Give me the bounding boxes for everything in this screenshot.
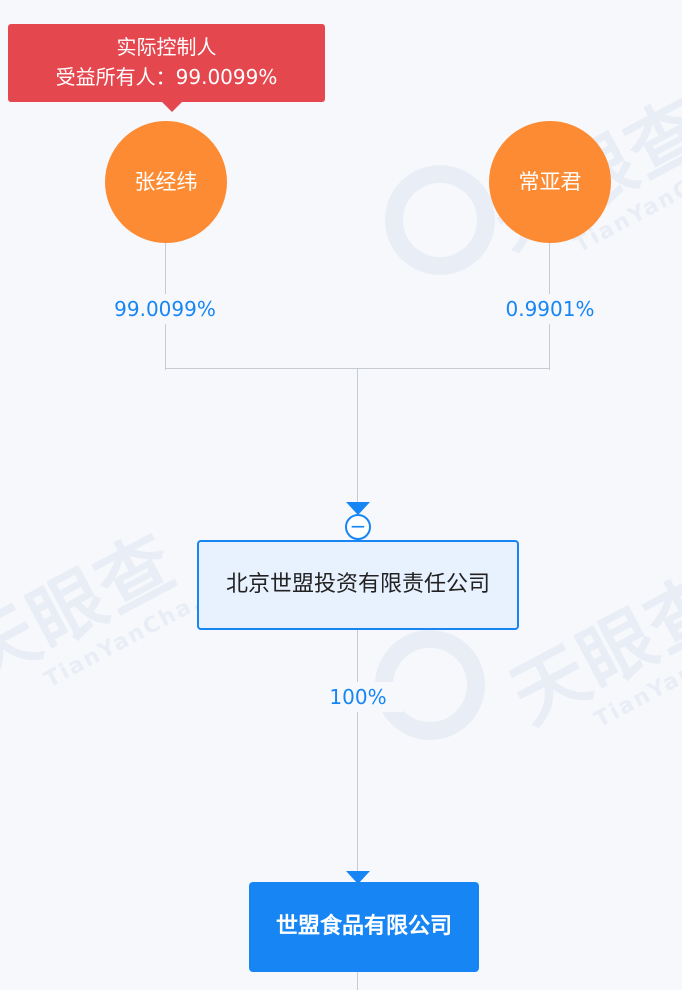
share-percent-chang: 0.9901% (490, 294, 610, 324)
connector-line (357, 630, 358, 872)
shareholder-name: 常亚君 (518, 170, 582, 194)
arrow-down-icon (346, 871, 370, 884)
collapse-button[interactable]: − (345, 514, 371, 540)
company-node-parent[interactable]: 北京世盟投资有限责任公司 (197, 540, 519, 630)
tag-beneficial-owner: 受益所有人：99.0099% (55, 65, 278, 89)
share-percent-parent: 100% (313, 682, 403, 712)
watermark-logo-icon (385, 165, 495, 275)
tag-pointer (162, 102, 182, 112)
shareholder-name: 张经纬 (134, 170, 198, 194)
company-name: 北京世盟投资有限责任公司 (225, 572, 490, 597)
tag-title: 实际控制人 (116, 35, 217, 59)
shareholder-node-chang[interactable]: 常亚君 (489, 121, 611, 243)
actual-controller-tag: 实际控制人 受益所有人：99.0099% (8, 24, 325, 112)
connector-line (357, 368, 358, 504)
share-percent-zhang: 99.0099% (100, 294, 230, 324)
shareholder-node-zhang[interactable]: 张经纬 (105, 121, 227, 243)
arrow-down-icon (346, 502, 370, 515)
company-node-target[interactable]: 世盟食品有限公司 (249, 882, 479, 972)
connector-line (357, 972, 358, 990)
company-name: 世盟食品有限公司 (275, 914, 452, 939)
